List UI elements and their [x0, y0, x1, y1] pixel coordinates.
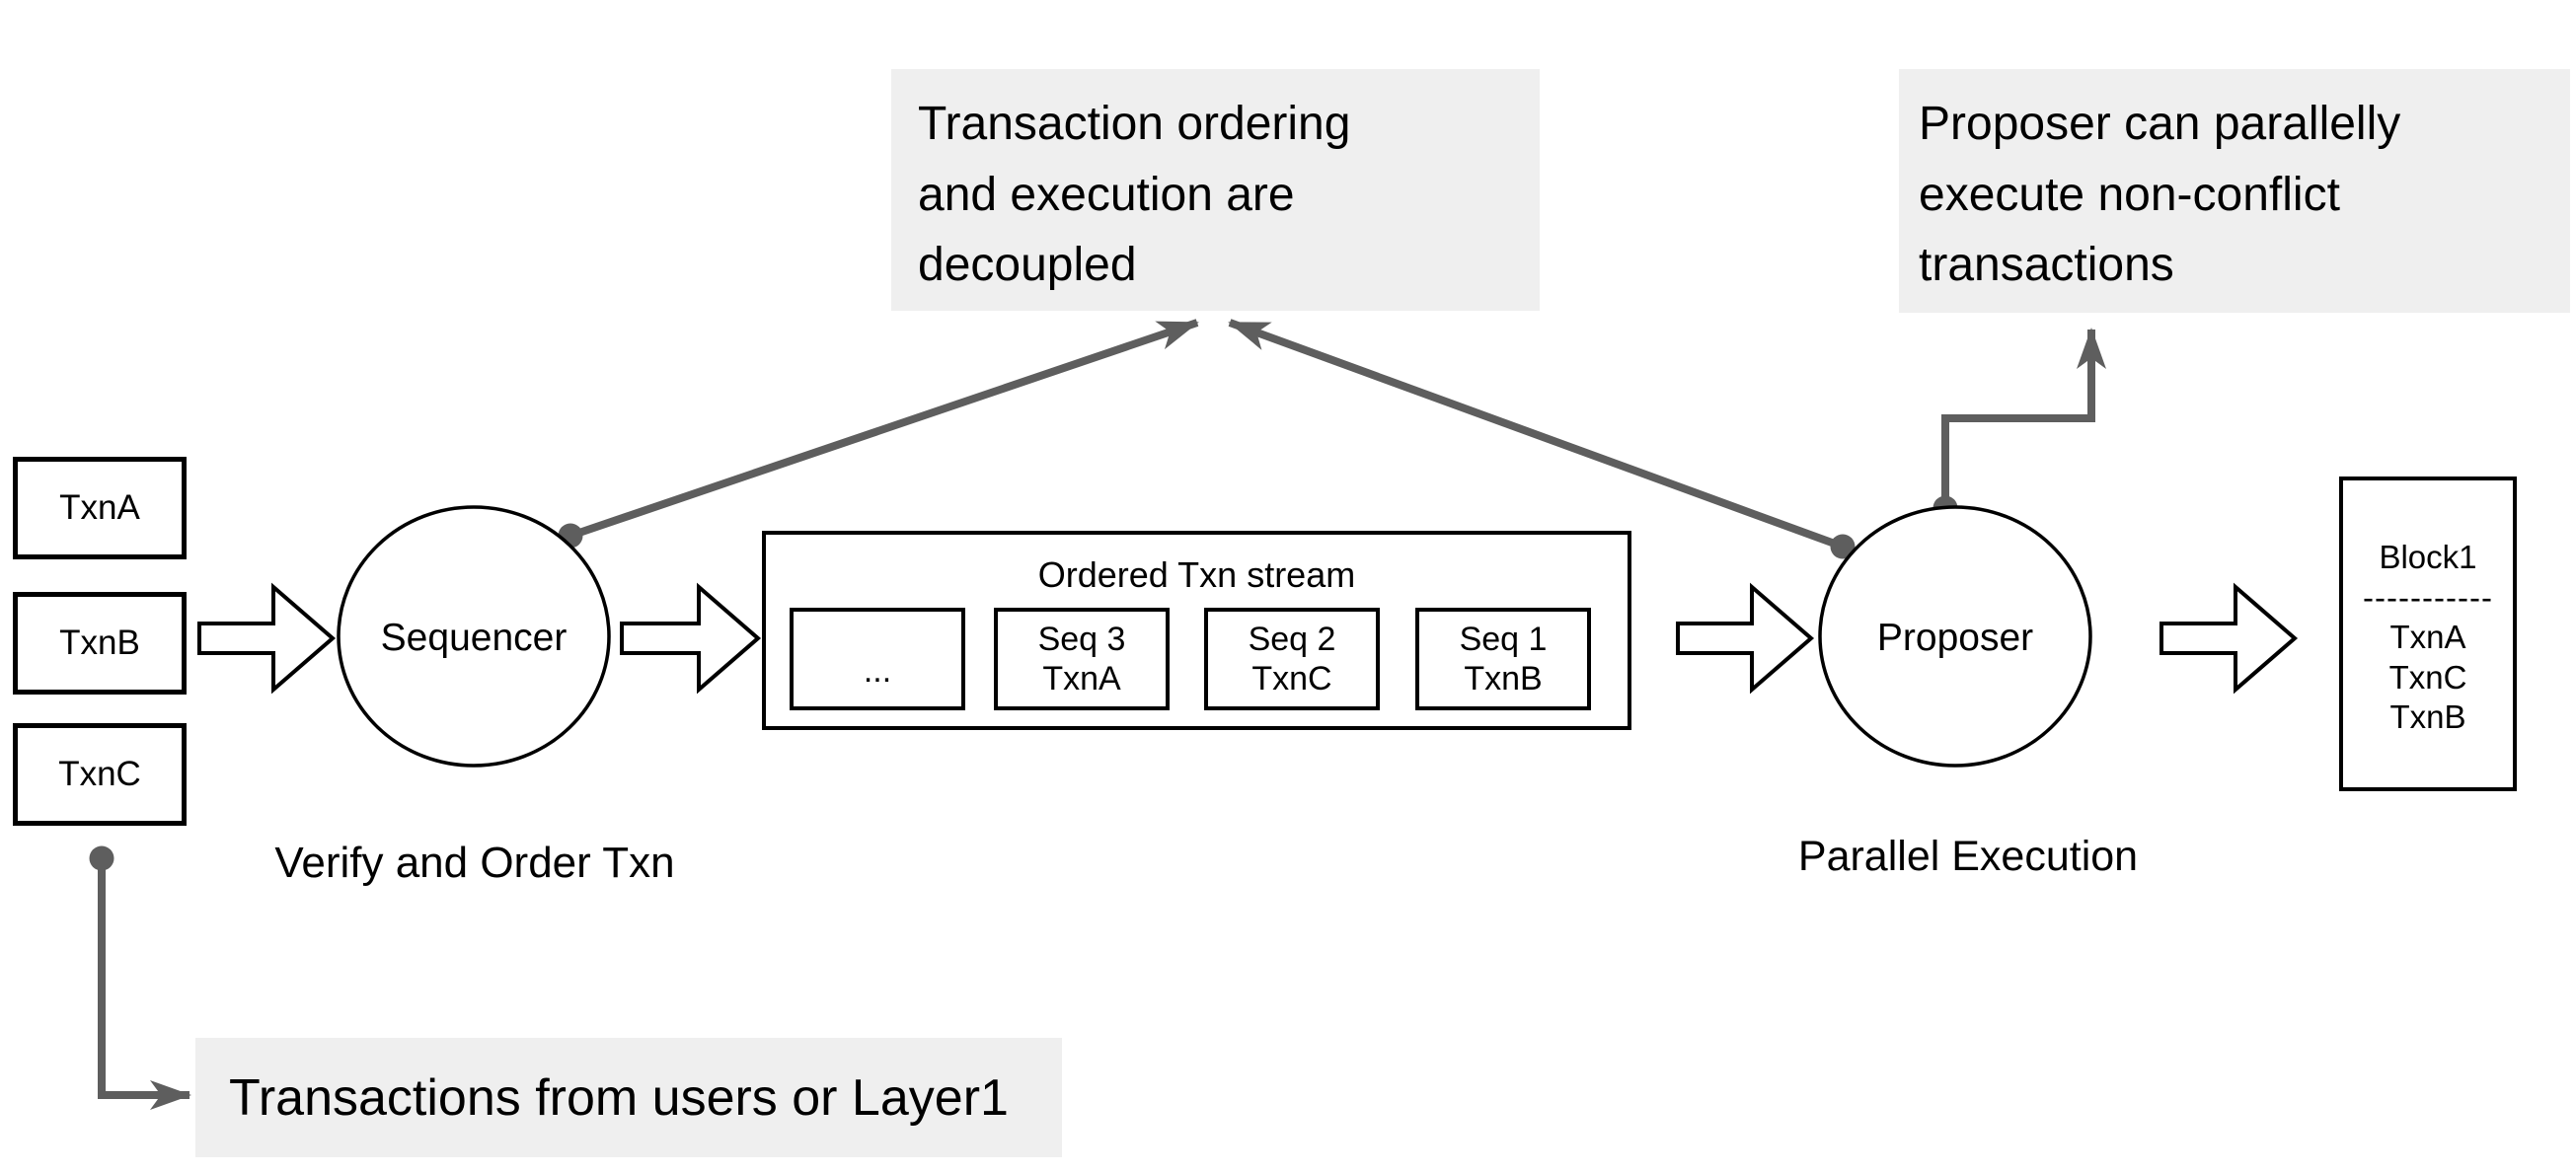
block1-title: Block1 [2379, 539, 2477, 575]
flow-arrow-sequencer-to-stream [620, 582, 762, 695]
note-transaction-source-text: Transactions from users or Layer1 [229, 1068, 1009, 1127]
flow-arrow-proposer-to-block [2159, 582, 2299, 695]
connector-dot-txnc [89, 845, 114, 871]
note-decoupled-line3: decoupled [918, 239, 1137, 291]
note-parallel-execution: Proposer can parallelly execute non-conf… [1899, 69, 2570, 313]
block1-divider: ----------- [2363, 578, 2493, 616]
proposer-caption: Parallel Execution [1797, 833, 2139, 880]
sequencer-node [337, 505, 611, 768]
stream-item-placeholder-label: ... [863, 652, 892, 690]
stream-item-seq3-seq: Seq 3 [1037, 621, 1126, 658]
sequencer-node-label: Sequencer [381, 617, 568, 659]
stream-item-seq1-seq: Seq 1 [1459, 621, 1548, 658]
note-parallel-line1: Proposer can parallelly [1919, 98, 2401, 150]
proposer-node-label: Proposer [1877, 617, 2033, 659]
stream-item-seq1-txn: TxnB [1464, 660, 1543, 697]
input-box-txnb: TxnB [13, 592, 187, 695]
stream-item-seq3-txn: TxnA [1042, 660, 1121, 697]
input-box-txna: TxnA [13, 457, 187, 559]
proposer-to-parallel-note-arrow [1941, 328, 2106, 508]
stream-item-seq1: Seq 1 TxnB [1415, 608, 1591, 710]
sequencer-to-decoupled-note-arrow [568, 319, 1199, 540]
txnc-to-source-note-arrow [98, 858, 191, 1110]
stream-item-seq2-txn: TxnC [1251, 660, 1332, 697]
input-box-txna-label: TxnA [59, 488, 140, 527]
block1-txn-c: TxnC [2388, 658, 2467, 696]
note-parallel-line3: transactions [1919, 239, 2174, 291]
input-box-txnb-label: TxnB [59, 624, 140, 662]
note-decoupled-line2: and execution are [918, 168, 1295, 221]
connector-dot-proposer-left [1830, 534, 1856, 559]
stream-item-seq2-seq: Seq 2 [1248, 621, 1336, 658]
input-box-txnc-label: TxnC [58, 755, 141, 793]
note-parallel-line2: execute non-conflict [1919, 168, 2340, 221]
note-decoupled-line1: Transaction ordering [918, 98, 1351, 150]
sequencer-caption: Verify and Order Txn [274, 839, 675, 887]
stream-item-seq3: Seq 3 TxnA [994, 608, 1170, 710]
note-transaction-source: Transactions from users or Layer1 [195, 1038, 1062, 1157]
flow-arrow-inputs-to-sequencer [197, 582, 337, 695]
flow-arrow-stream-to-proposer [1676, 582, 1815, 695]
stream-item-seq2: Seq 2 TxnC [1204, 608, 1380, 710]
ordered-txn-stream-title: Ordered Txn stream [1037, 554, 1356, 595]
proposer-node [1818, 505, 2092, 768]
input-box-txnc: TxnC [13, 723, 187, 826]
stream-item-placeholder: ... [790, 608, 965, 710]
proposer-to-decoupled-note-arrow [1228, 319, 1845, 550]
block1-txn-a: TxnA [2389, 619, 2466, 655]
block1-txn-b: TxnB [2389, 698, 2466, 735]
block1-box: Block1 ----------- TxnA TxnC TxnB [2339, 477, 2517, 791]
note-decoupled: Transaction ordering and execution are d… [891, 69, 1540, 311]
